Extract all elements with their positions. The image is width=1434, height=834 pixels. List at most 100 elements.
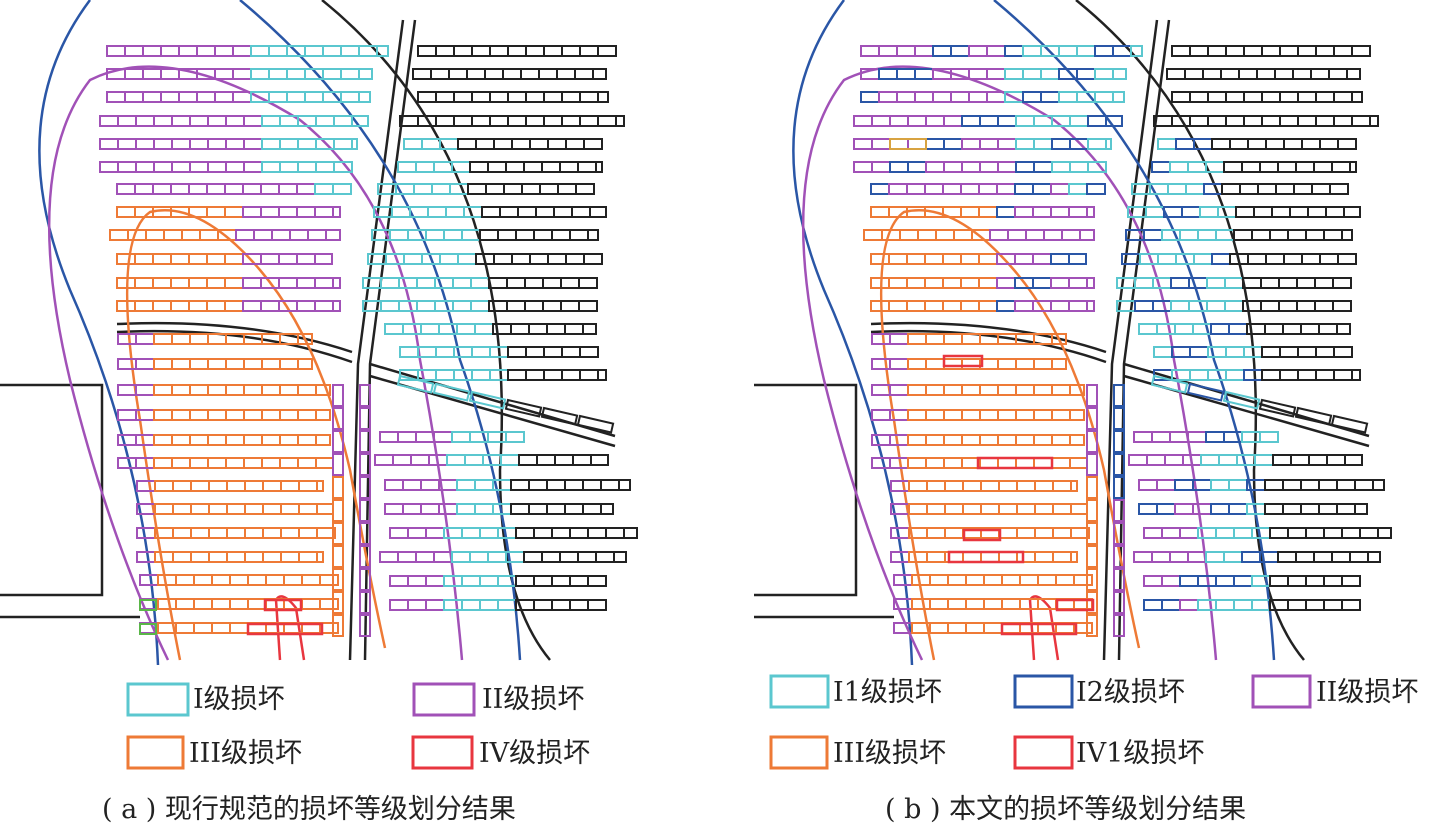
building-segment-a-415	[279, 457, 299, 469]
building-segment-b-457	[998, 551, 1018, 563]
building-segment-b-405	[1069, 434, 1085, 446]
building-segment-b-260	[1343, 206, 1361, 218]
building-segment-b-247	[1329, 183, 1349, 195]
building-segment-a-471	[301, 574, 321, 586]
building-segment-b-179	[1184, 68, 1204, 80]
building-segment-a-46	[99, 115, 119, 127]
building-segment-b-426	[1034, 480, 1054, 492]
building-segment-a-210	[579, 115, 599, 127]
building-segment-a-453	[172, 551, 192, 563]
legend-swatch-IV1	[1013, 735, 1074, 770]
building-vert-b-10	[1086, 614, 1098, 637]
building-segment-a-312	[578, 300, 598, 312]
building-segment-a-468	[247, 574, 267, 586]
building-segment-a-86	[279, 161, 299, 173]
building-segment-b-282	[1265, 253, 1285, 265]
building-segment-b-151	[1050, 277, 1070, 289]
building-segment-b-323	[1318, 323, 1338, 335]
building-segment-b-455	[962, 551, 982, 563]
building-segment-b-394	[871, 434, 891, 446]
building-segment-b-531	[1156, 503, 1176, 515]
building-segment-b-520	[1210, 479, 1230, 491]
building-segment-a-381	[315, 384, 331, 396]
building-segment-a-474	[157, 598, 177, 610]
building-segment-b-514	[1326, 454, 1346, 466]
building-segment-a-131	[152, 253, 172, 265]
building-segment-b-521	[1228, 479, 1248, 491]
building-segment-b-217	[1229, 138, 1249, 150]
building-segment-a-244	[521, 183, 541, 195]
building-segment-b-75	[1105, 138, 1112, 150]
building-segment-a-159	[206, 300, 226, 312]
building-segment-a-530	[384, 503, 404, 515]
building-segment-a-419	[154, 480, 174, 492]
building-segment-b-92	[906, 183, 926, 195]
building-segment-a-157	[170, 300, 190, 312]
building-segment-b-169	[1207, 45, 1227, 57]
building-segment-a-148	[242, 277, 262, 289]
building-segment-b-307	[1242, 300, 1262, 312]
building-segment-b-523	[1264, 479, 1284, 491]
building-segment-a-45	[358, 91, 371, 103]
legend-label-IV: IV级损坏	[479, 738, 590, 769]
building-segment-a-151	[296, 277, 316, 289]
building-segment-a-542	[600, 503, 614, 515]
severe-damage-b-0	[1000, 622, 1078, 636]
building-segment-a-410	[189, 457, 209, 469]
building-segment-b-417	[1069, 457, 1088, 469]
building-segment-b-160	[978, 300, 998, 312]
building-segment-a-559	[415, 551, 435, 563]
building-segment-a-72	[297, 138, 317, 150]
building-segment-a-317	[456, 323, 476, 335]
building-segment-b-54	[997, 115, 1017, 127]
building-segment-b-143	[906, 277, 926, 289]
building-segment-a-26	[286, 68, 306, 80]
building-segment-b-186	[1310, 68, 1330, 80]
building-segment-a-84	[243, 161, 263, 173]
building-segment-a-305	[452, 300, 472, 312]
building-segment-a-251	[427, 206, 447, 218]
building-segment-a-376	[225, 384, 245, 396]
building-segment-b-297	[1296, 277, 1316, 289]
building-segment-b-368	[1033, 358, 1053, 370]
building-segment-b-156	[906, 300, 926, 312]
building-segment-a-587	[461, 599, 481, 611]
building-segment-a-476	[193, 598, 213, 610]
building-segment-b-446	[998, 527, 1018, 539]
building-segment-b-557	[1133, 551, 1153, 563]
building-segment-a-167	[417, 45, 437, 57]
building-segment-b-25	[1022, 68, 1042, 80]
building-segment-a-584	[407, 599, 427, 611]
building-segment-a-499	[451, 431, 471, 443]
building-segment-a-71	[279, 138, 299, 150]
building-segment-a-221	[547, 138, 567, 150]
building-segment-b-406	[871, 457, 891, 469]
building-segment-a-318	[474, 323, 494, 335]
building-segment-b-258	[1307, 206, 1327, 218]
building-segment-b-443	[944, 527, 964, 539]
building-segment-a-290	[416, 277, 436, 289]
building-segment-a-409	[171, 457, 191, 469]
building-segment-a-370	[117, 384, 137, 396]
building-vert2-a-4	[359, 476, 371, 499]
building-vert-b-6	[1086, 522, 1098, 545]
building-segment-b-562	[1223, 551, 1243, 563]
building-segment-b-594	[1341, 599, 1361, 611]
building-segment-a-98	[260, 183, 280, 195]
building-segment-a-591	[533, 599, 553, 611]
building-segment-a-302	[398, 300, 418, 312]
building-segment-a-367	[261, 358, 281, 370]
building-segment-b-396	[907, 434, 927, 446]
building-segment-b-535	[1228, 503, 1248, 515]
building-segment-b-161	[996, 300, 1016, 312]
building-diag-b-3	[1258, 398, 1297, 418]
building-segment-a-388	[225, 409, 245, 421]
building-segment-b-130	[888, 253, 908, 265]
building-segment-a-37	[214, 91, 234, 103]
building-segment-a-399	[207, 434, 227, 446]
building-segment-a-475	[175, 598, 195, 610]
building-segment-a-74	[333, 138, 353, 150]
building-segment-b-12	[1076, 45, 1096, 57]
building-segment-b-395	[889, 434, 909, 446]
building-segment-a-103	[116, 206, 136, 218]
